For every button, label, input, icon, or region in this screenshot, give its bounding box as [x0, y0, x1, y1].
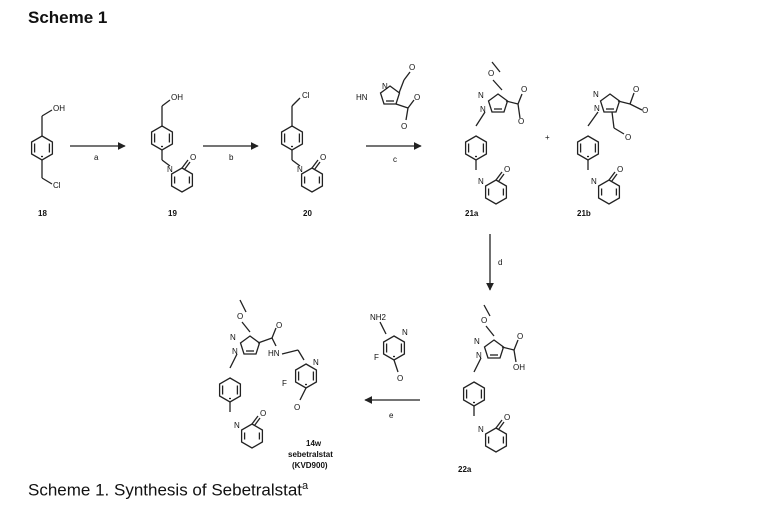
atom-n: N	[402, 328, 408, 337]
compound-label-14w: 14w	[306, 439, 322, 448]
compound-20-structure: Cl N O	[280, 91, 326, 193]
atom-hn: HN	[268, 349, 280, 358]
atom-o: O	[517, 332, 523, 341]
caption-text: Scheme 1. Synthesis of Sebetralstat	[28, 480, 303, 500]
atom-n: N	[232, 347, 238, 356]
atom-o: O	[276, 321, 282, 330]
reagent-aminomethyl-pyridine: NH2 N F O	[370, 313, 408, 383]
atom-cl: Cl	[302, 91, 310, 100]
atom-o: O	[504, 165, 510, 174]
step-b-label: b	[229, 153, 234, 162]
atom-f: F	[282, 379, 287, 388]
atom-n: N	[230, 333, 236, 342]
atom-n: N	[234, 421, 240, 430]
step-d-label: d	[498, 258, 502, 267]
compound-22a-structure: O N N O OH N O	[462, 304, 525, 453]
caption-superscript: a	[302, 480, 309, 492]
atom-o: O	[190, 153, 196, 162]
atom-n: N	[313, 358, 319, 367]
plus-sign: +	[545, 133, 550, 142]
atom-o: O	[504, 413, 510, 422]
step-e-label: e	[389, 411, 394, 420]
atom-oh: OH	[513, 363, 525, 372]
scheme-title: Scheme 1	[28, 8, 108, 27]
scheme-caption: Scheme 1. Synthesis of Sebetralstata	[28, 480, 308, 501]
atom-o: O	[414, 93, 420, 102]
compound-19-structure: OH N O	[150, 93, 196, 193]
compound-label-21a: 21a	[465, 209, 479, 218]
atom-f: F	[374, 353, 379, 362]
atom-n: N	[594, 104, 600, 113]
compound-name-sebetralstat: sebetralstat	[288, 450, 333, 459]
compound-code-kvd900: (KVD900)	[292, 461, 328, 470]
atom-n: N	[297, 165, 303, 174]
atom-o: O	[409, 63, 415, 72]
atom-n: N	[478, 425, 484, 434]
atom-o: O	[518, 117, 524, 126]
compound-label-19: 19	[168, 209, 177, 218]
atom-n: N	[474, 337, 480, 346]
step-c-label: c	[393, 155, 397, 164]
atom-o: O	[237, 312, 243, 321]
compound-14w-structure: O N N O HN N F O N O	[218, 299, 319, 449]
atom-o: O	[642, 106, 648, 115]
atom-n: N	[476, 351, 482, 360]
atom-n: N	[478, 91, 484, 100]
atom-oh: OH	[171, 93, 183, 102]
atom-n: N	[591, 177, 597, 186]
step-a-label: a	[94, 153, 99, 162]
atom-o: O	[294, 403, 300, 412]
compound-label-18: 18	[38, 209, 47, 218]
atom-o: O	[625, 133, 631, 142]
compound-label-21b: 21b	[577, 209, 591, 218]
atom-o: O	[521, 85, 527, 94]
atom-o: O	[401, 122, 407, 131]
atom-o: O	[320, 153, 326, 162]
compound-21a-structure: O N N O O N O	[464, 61, 527, 205]
atom-n: N	[480, 105, 486, 114]
compound-label-22a: 22a	[458, 465, 472, 474]
reagent-pyrazole-ester: N HN O O O	[356, 63, 420, 131]
atom-o: O	[397, 374, 403, 383]
atom-cl: Cl	[53, 181, 61, 190]
atom-o: O	[481, 316, 487, 325]
atom-o: O	[617, 165, 623, 174]
atom-nh2: NH2	[370, 313, 387, 322]
atom-n: N	[478, 177, 484, 186]
compound-18-structure: OH Cl	[30, 104, 65, 190]
atom-o: O	[260, 409, 266, 418]
compound-21b-structure: N N O O O N O	[576, 85, 648, 205]
compound-label-20: 20	[303, 209, 312, 218]
atom-o: O	[633, 85, 639, 94]
atom-o: O	[488, 69, 494, 78]
atom-n: N	[382, 82, 388, 91]
atom-n: N	[593, 90, 599, 99]
atom-hn: HN	[356, 93, 368, 102]
atom-n: N	[167, 165, 173, 174]
atom-oh: OH	[53, 104, 65, 113]
